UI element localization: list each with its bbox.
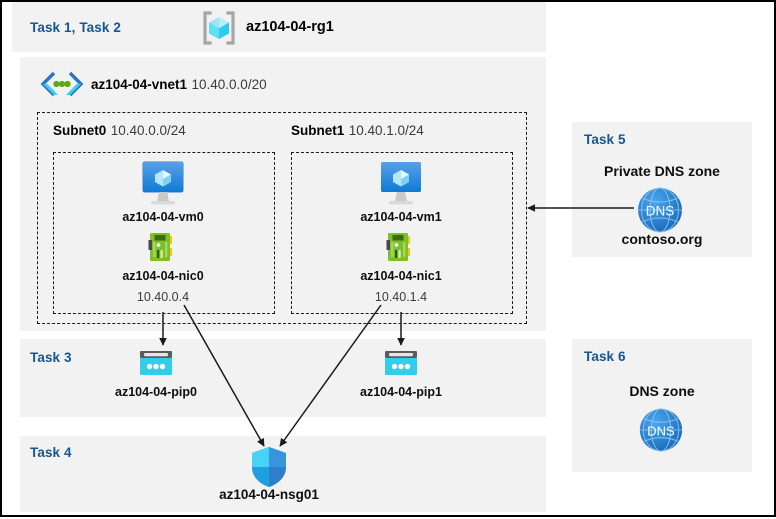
resource-group-icon [199,8,239,48]
pip0-label: az104-04-pip0 [115,385,197,399]
nsg-label: az104-04-nsg01 [219,487,319,502]
dns-zone-icon: DNS [636,405,686,455]
vnet-panel [20,57,546,331]
nic1-ip: 10.40.1.4 [374,290,428,304]
public-dns-heading: DNS zone [629,383,695,399]
vnet-address-space: 10.40.0.0/20 [191,77,267,92]
resource-group-header-panel [12,2,546,52]
vm0-label: az104-04-vm0 [122,210,204,224]
virtual-machine-icon [135,159,191,207]
task-label-1-2: Task 1, Task 2 [30,20,121,35]
task-label-4: Task 4 [30,445,72,460]
pip1-label: az104-04-pip1 [360,385,442,399]
vnet-name: az104-04-vnet1 [91,77,188,92]
subnet0-name: Subnet0 [53,123,107,138]
task-label-3: Task 3 [30,350,72,365]
network-interface-icon [148,230,180,264]
dns-zone-icon: DNS [634,184,686,236]
task-label-5: Task 5 [584,132,626,147]
vm1-label: az104-04-vm1 [360,210,442,224]
nic0-label: az104-04-nic0 [122,269,204,283]
subnet1-cidr: 10.40.1.0/24 [348,123,424,138]
subnet1-name: Subnet1 [291,123,345,138]
task-label-6: Task 6 [584,349,626,364]
public-ip-panel [20,339,546,417]
public-ip-address-icon [138,349,174,379]
network-interface-icon [386,230,418,264]
virtual-network-icon [38,70,86,98]
virtual-machine-icon [373,159,429,207]
resource-group-name: az104-04-rg1 [246,19,334,35]
svg-text:DNS: DNS [647,423,675,438]
svg-text:DNS: DNS [646,204,675,219]
public-ip-address-icon [383,349,419,379]
subnet0-box [53,152,275,314]
private-dns-name: contoso.org [621,231,703,247]
subnet0-cidr: 10.40.0.0/24 [110,123,186,138]
nic0-ip: 10.40.0.4 [136,290,190,304]
subnet1-box [291,152,513,314]
nic1-label: az104-04-nic1 [360,269,442,283]
private-dns-heading: Private DNS zone [604,163,720,179]
network-security-group-icon [248,445,290,489]
